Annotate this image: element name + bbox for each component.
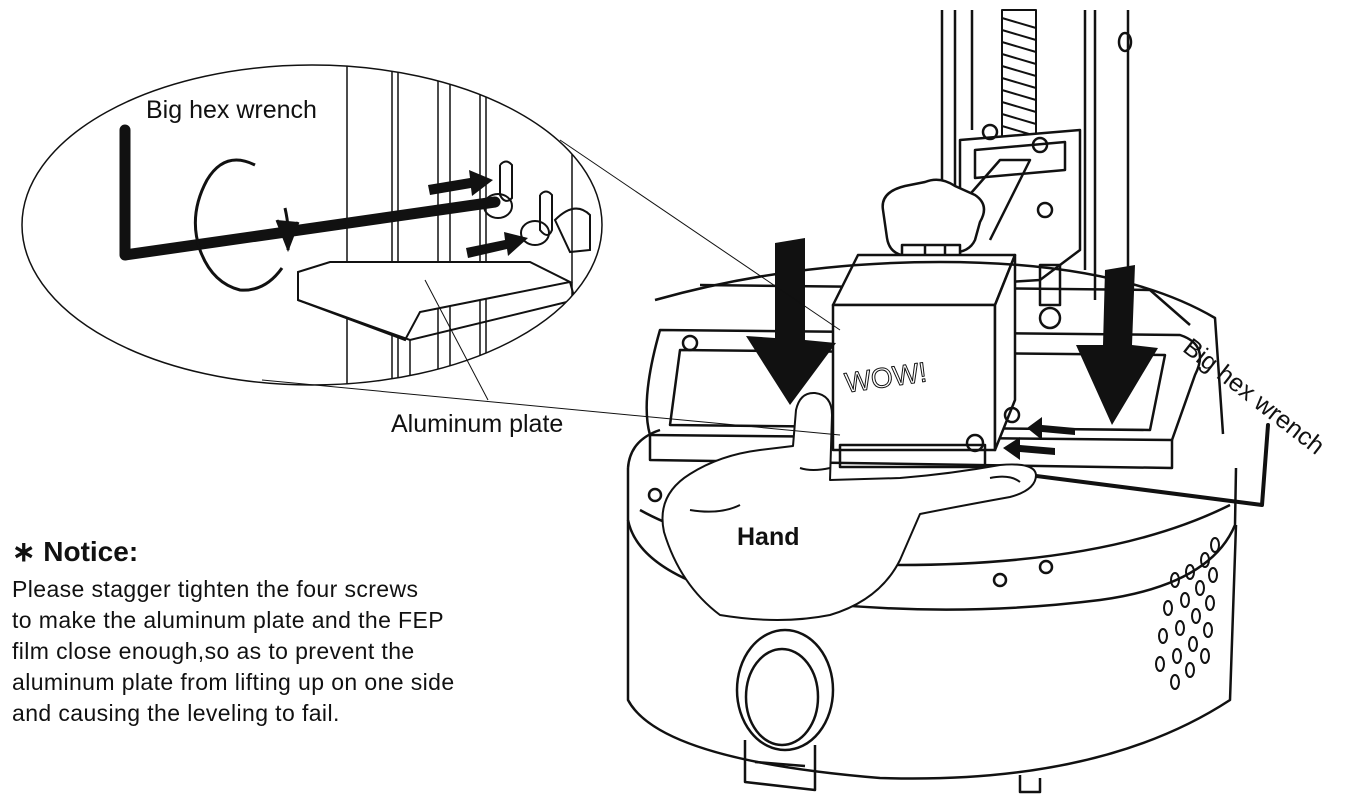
notice-body: Please stagger tighten the four screws t… xyxy=(12,576,455,726)
hand-illustration xyxy=(661,391,1037,621)
zoom-callout xyxy=(21,64,841,436)
notice-heading: ∗ Notice: xyxy=(12,536,139,567)
lead-screw xyxy=(1001,9,1037,151)
z-axis-column xyxy=(940,9,1133,330)
side-hex-wrench xyxy=(988,423,1270,507)
zoom-hex-wrench xyxy=(119,124,501,261)
screw-arrow-lower-icon xyxy=(1003,437,1055,460)
screw-arrows xyxy=(1003,417,1075,460)
ventilation-holes xyxy=(1155,537,1220,690)
screw-arrow-upper-icon xyxy=(1027,417,1075,440)
power-button xyxy=(735,628,835,792)
down-arrows xyxy=(746,238,1158,425)
rotation-arrow-icon xyxy=(193,158,300,292)
down-arrow-right-icon xyxy=(1076,265,1158,425)
printer-base xyxy=(626,260,1238,794)
label-big-hex-wrench-top: Big hex wrench xyxy=(146,96,317,124)
label-aluminum-plate: Aluminum plate xyxy=(391,410,564,438)
printer-illustration: WOW! xyxy=(626,9,1270,794)
down-arrow-left-icon xyxy=(746,238,836,405)
build-platform-cube: WOW! xyxy=(831,253,1021,469)
label-hand: Hand xyxy=(737,523,800,551)
zoom-arrow-lower-icon xyxy=(466,232,528,258)
notice-block: ∗ Notice: Please stagger tighten the fou… xyxy=(12,535,592,729)
zoom-arrow-upper-icon xyxy=(428,170,493,196)
